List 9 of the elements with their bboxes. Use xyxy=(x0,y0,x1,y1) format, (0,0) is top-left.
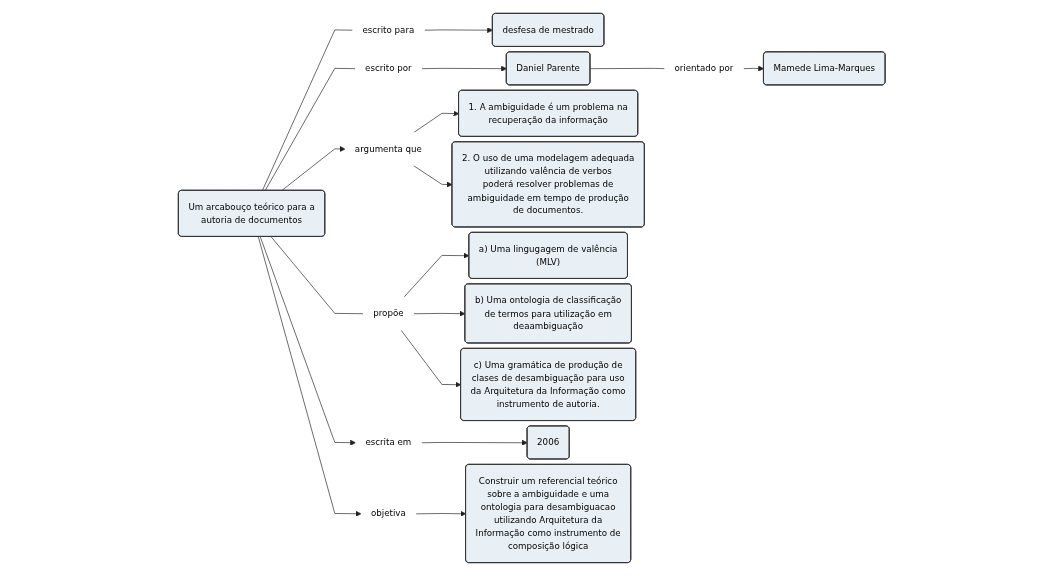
node-text: objetiva xyxy=(370,508,406,519)
node-text: escrita em xyxy=(365,437,412,448)
connector xyxy=(589,68,665,69)
node-text: orientado por xyxy=(674,63,734,74)
node-text: argumenta que xyxy=(354,143,422,154)
node-text: propõe xyxy=(372,308,404,319)
connector xyxy=(270,236,364,315)
node-text: escrito para xyxy=(362,24,415,35)
node-text: escrito por xyxy=(364,63,412,74)
